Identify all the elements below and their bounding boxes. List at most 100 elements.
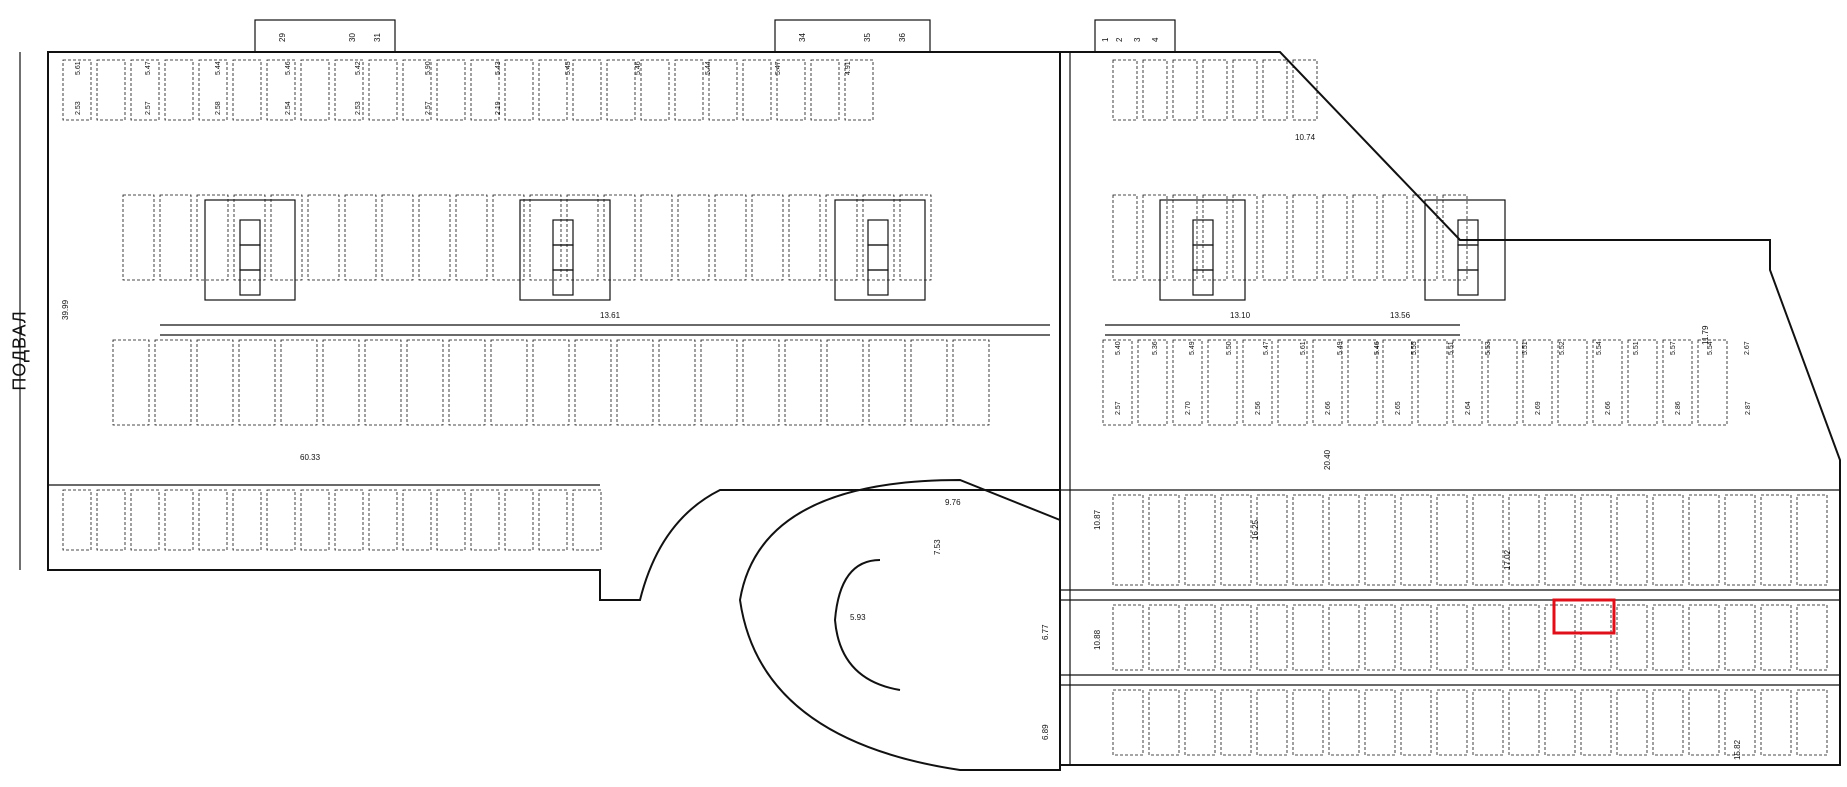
cell-dimension-label: 5.44 bbox=[215, 61, 222, 75]
parking-cell bbox=[844, 59, 874, 121]
parking-cell bbox=[658, 339, 696, 426]
parking-cell bbox=[1347, 339, 1378, 426]
cell-dimension-label: 2.65 bbox=[1395, 401, 1402, 415]
parking-cell bbox=[1452, 339, 1483, 426]
parking-cell bbox=[1137, 339, 1168, 426]
parking-cell bbox=[266, 59, 296, 121]
cell-dimension-label: 2.66 bbox=[1325, 401, 1332, 415]
parking-cell bbox=[1364, 604, 1396, 671]
parking-cell bbox=[1242, 339, 1273, 426]
parking-cell bbox=[1292, 59, 1318, 121]
cell-dimension-label: 2.56 bbox=[1255, 401, 1262, 415]
parking-cell bbox=[406, 339, 444, 426]
parking-cell bbox=[910, 339, 948, 426]
cell-dimension-label: 5.53 bbox=[1485, 341, 1492, 355]
stair-label: 1 bbox=[1101, 37, 1110, 42]
stair-label: 3 bbox=[1133, 37, 1142, 42]
parking-cell bbox=[538, 59, 568, 121]
stair-label: 2 bbox=[1115, 37, 1124, 42]
parking-cell bbox=[381, 194, 414, 281]
parking-cell bbox=[1262, 59, 1288, 121]
parking-cell bbox=[1328, 604, 1360, 671]
parking-cell bbox=[307, 194, 340, 281]
parking-cell bbox=[1487, 339, 1518, 426]
parking-cell bbox=[1760, 604, 1792, 671]
dimension-label: 39.99 bbox=[61, 299, 70, 320]
parking-cell bbox=[788, 194, 821, 281]
parking-cell bbox=[1364, 494, 1396, 586]
parking-cell bbox=[1102, 339, 1133, 426]
parking-cell bbox=[826, 339, 864, 426]
stair-label: 31 bbox=[373, 33, 382, 42]
cell-dimension-label: 5.51 bbox=[1633, 341, 1640, 355]
dimension-label: 10.74 bbox=[1295, 133, 1316, 142]
dimension-label: 20.40 bbox=[1323, 449, 1332, 470]
parking-cell bbox=[1400, 689, 1432, 756]
parking-cell bbox=[455, 194, 488, 281]
parking-cell bbox=[742, 339, 780, 426]
parking-cell bbox=[470, 59, 500, 121]
parking-cell bbox=[1652, 604, 1684, 671]
parking-cell bbox=[1508, 604, 1540, 671]
parking-cell bbox=[1436, 494, 1468, 586]
parking-cell bbox=[1328, 689, 1360, 756]
cell-dimension-label: 2.69 bbox=[1535, 401, 1542, 415]
cell-dimension-label: 5.49 bbox=[1337, 341, 1344, 355]
cell-dimension-label: 5.61 bbox=[75, 61, 82, 75]
parking-cell bbox=[436, 489, 466, 551]
parking-cell bbox=[574, 339, 612, 426]
cell-dimension-label: 2.57 bbox=[1115, 401, 1122, 415]
parking-cell bbox=[1220, 689, 1252, 756]
parking-cell bbox=[368, 489, 398, 551]
parking-cell bbox=[96, 489, 126, 551]
parking-cell bbox=[784, 339, 822, 426]
parking-cell bbox=[1400, 604, 1432, 671]
cell-dimension-label: 5.45 bbox=[565, 61, 572, 75]
parking-cell bbox=[1148, 689, 1180, 756]
cell-dimension-label: 2.67 bbox=[1744, 341, 1751, 355]
parking-cell bbox=[196, 339, 234, 426]
parking-cell bbox=[742, 59, 772, 121]
parking-cell bbox=[1172, 194, 1198, 281]
parking-cell bbox=[232, 489, 262, 551]
parking-cell bbox=[1262, 194, 1288, 281]
cell-dimension-label: 4.91 bbox=[845, 61, 852, 75]
cell-dimension-label: 5.54 bbox=[1596, 341, 1603, 355]
parking-cell bbox=[751, 194, 784, 281]
parking-cell bbox=[62, 489, 92, 551]
parking-cell bbox=[1202, 194, 1228, 281]
parking-cell bbox=[344, 194, 377, 281]
parking-cell bbox=[603, 194, 636, 281]
ramp-arc-inner bbox=[833, 559, 901, 691]
dimension-label: 9.76 bbox=[945, 498, 961, 507]
parking-cell bbox=[1472, 689, 1504, 756]
parking-cell bbox=[1142, 194, 1168, 281]
parking-cell bbox=[1522, 339, 1553, 426]
parking-cell bbox=[418, 194, 451, 281]
parking-cell bbox=[708, 59, 738, 121]
parking-cell bbox=[1112, 194, 1138, 281]
parking-cell bbox=[492, 194, 525, 281]
parking-cell bbox=[1688, 494, 1720, 586]
parking-cell bbox=[1580, 604, 1612, 671]
parking-cell bbox=[233, 194, 266, 281]
parking-cell bbox=[1277, 339, 1308, 426]
parking-cell bbox=[1652, 494, 1684, 586]
parking-cell bbox=[1724, 494, 1756, 586]
parking-cell bbox=[1172, 339, 1203, 426]
cell-dimension-label: 5.46 bbox=[1374, 341, 1381, 355]
parking-cell bbox=[266, 489, 296, 551]
cell-dimension-label: 5.51 bbox=[1448, 341, 1455, 355]
cell-dimension-label: 2.57 bbox=[145, 101, 152, 115]
parking-cell bbox=[1544, 494, 1576, 586]
parking-cell bbox=[1292, 604, 1324, 671]
parking-cell bbox=[1472, 604, 1504, 671]
parking-cell bbox=[164, 59, 194, 121]
parking-cell bbox=[1616, 494, 1648, 586]
parking-cell bbox=[1580, 689, 1612, 756]
parking-cell bbox=[1232, 59, 1258, 121]
parking-cell bbox=[112, 339, 150, 426]
parking-cell bbox=[1508, 689, 1540, 756]
parking-cell bbox=[1232, 194, 1258, 281]
parking-cell bbox=[1627, 339, 1658, 426]
